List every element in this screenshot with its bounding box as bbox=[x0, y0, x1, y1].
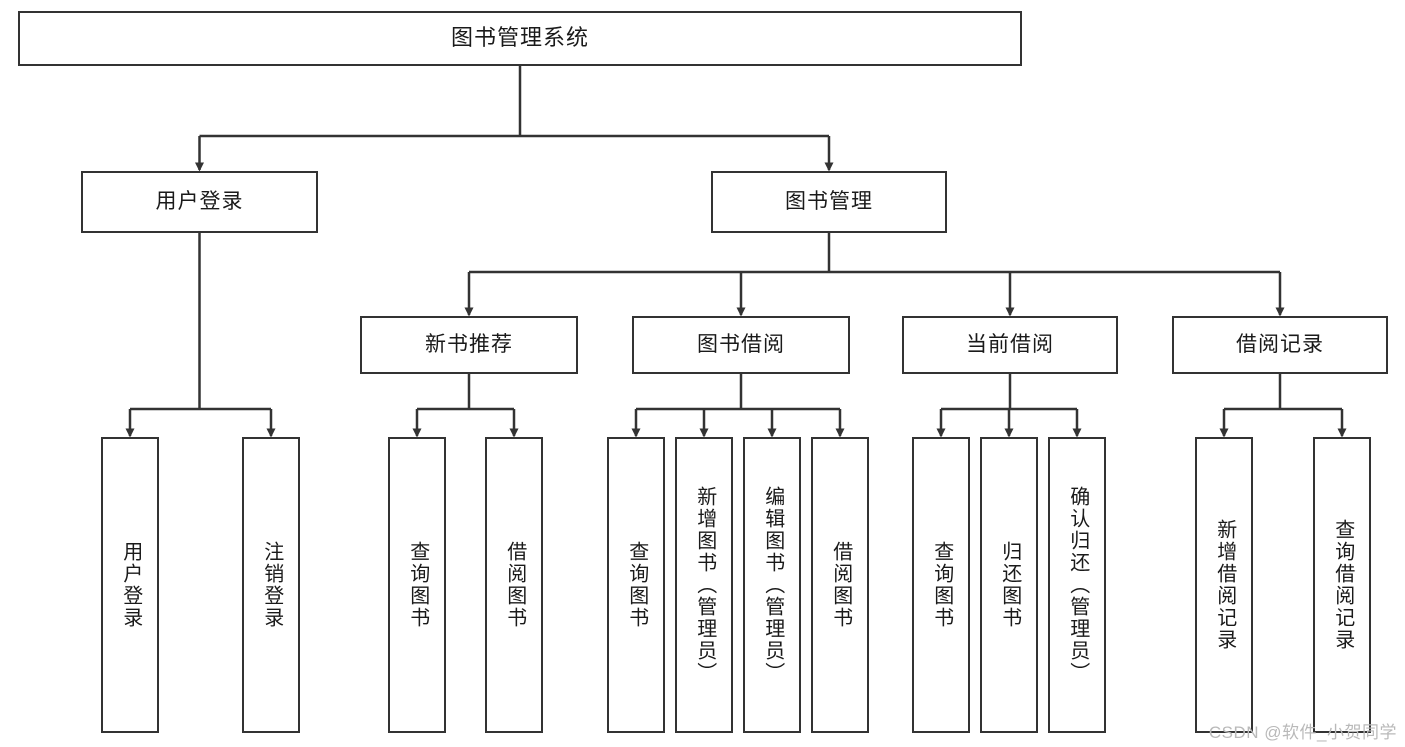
node-leaf-edit-book-admin[interactable]: 编辑图书（管理员） bbox=[743, 437, 801, 733]
node-new-book-recommend-label: 新书推荐 bbox=[425, 333, 513, 357]
node-leaf-user-login[interactable]: 用户登录 bbox=[101, 437, 159, 733]
node-user-login[interactable]: 用户登录 bbox=[81, 171, 318, 233]
node-leaf-add-book-admin[interactable]: 新增图书（管理员） bbox=[675, 437, 733, 733]
node-leaf-borrow-book[interactable]: 借阅图书 bbox=[811, 437, 869, 733]
node-leaf-query-book-recommend[interactable]: 查询图书 bbox=[388, 437, 446, 733]
node-leaf-add-book-admin-label: 新增图书（管理员） bbox=[693, 486, 716, 684]
node-leaf-edit-book-admin-label: 编辑图书（管理员） bbox=[761, 486, 784, 684]
node-leaf-query-book-current-label: 查询图书 bbox=[930, 541, 953, 629]
node-borrow-record-label: 借阅记录 bbox=[1236, 333, 1324, 357]
node-leaf-borrow-book-label: 借阅图书 bbox=[829, 541, 852, 629]
node-leaf-logout-label: 注销登录 bbox=[260, 541, 283, 629]
node-borrow-record[interactable]: 借阅记录 bbox=[1172, 316, 1388, 374]
node-leaf-query-book-borrow-label: 查询图书 bbox=[625, 541, 648, 629]
node-book-manage-label: 图书管理 bbox=[785, 190, 873, 214]
node-leaf-query-borrow-record[interactable]: 查询借阅记录 bbox=[1313, 437, 1371, 733]
node-book-manage[interactable]: 图书管理 bbox=[711, 171, 947, 233]
node-leaf-query-borrow-record-label: 查询借阅记录 bbox=[1331, 519, 1354, 651]
watermark-text: CSDN @软件_小贺同学 bbox=[1208, 723, 1397, 742]
node-leaf-query-book-current[interactable]: 查询图书 bbox=[912, 437, 970, 733]
node-leaf-logout[interactable]: 注销登录 bbox=[242, 437, 300, 733]
node-leaf-confirm-return-admin[interactable]: 确认归还（管理员） bbox=[1048, 437, 1106, 733]
node-new-book-recommend[interactable]: 新书推荐 bbox=[360, 316, 578, 374]
node-root-label: 图书管理系统 bbox=[450, 25, 589, 51]
node-leaf-return-book[interactable]: 归还图书 bbox=[980, 437, 1038, 733]
node-leaf-add-borrow-record-label: 新增借阅记录 bbox=[1213, 519, 1236, 651]
node-leaf-borrow-book-recommend[interactable]: 借阅图书 bbox=[485, 437, 543, 733]
node-current-borrow[interactable]: 当前借阅 bbox=[902, 316, 1118, 374]
node-user-login-label: 用户登录 bbox=[155, 190, 244, 214]
node-root[interactable]: 图书管理系统 bbox=[18, 11, 1022, 66]
node-leaf-query-book-recommend-label: 查询图书 bbox=[406, 541, 429, 629]
node-leaf-borrow-book-recommend-label: 借阅图书 bbox=[503, 541, 526, 629]
node-leaf-confirm-return-admin-label: 确认归还（管理员） bbox=[1066, 486, 1089, 684]
node-leaf-query-book-borrow[interactable]: 查询图书 bbox=[607, 437, 665, 733]
node-leaf-return-book-label: 归还图书 bbox=[998, 541, 1021, 629]
node-book-borrow[interactable]: 图书借阅 bbox=[632, 316, 850, 374]
node-book-borrow-label: 图书借阅 bbox=[697, 333, 785, 357]
node-leaf-user-login-label: 用户登录 bbox=[119, 541, 142, 629]
node-leaf-add-borrow-record[interactable]: 新增借阅记录 bbox=[1195, 437, 1253, 733]
node-current-borrow-label: 当前借阅 bbox=[966, 333, 1054, 357]
